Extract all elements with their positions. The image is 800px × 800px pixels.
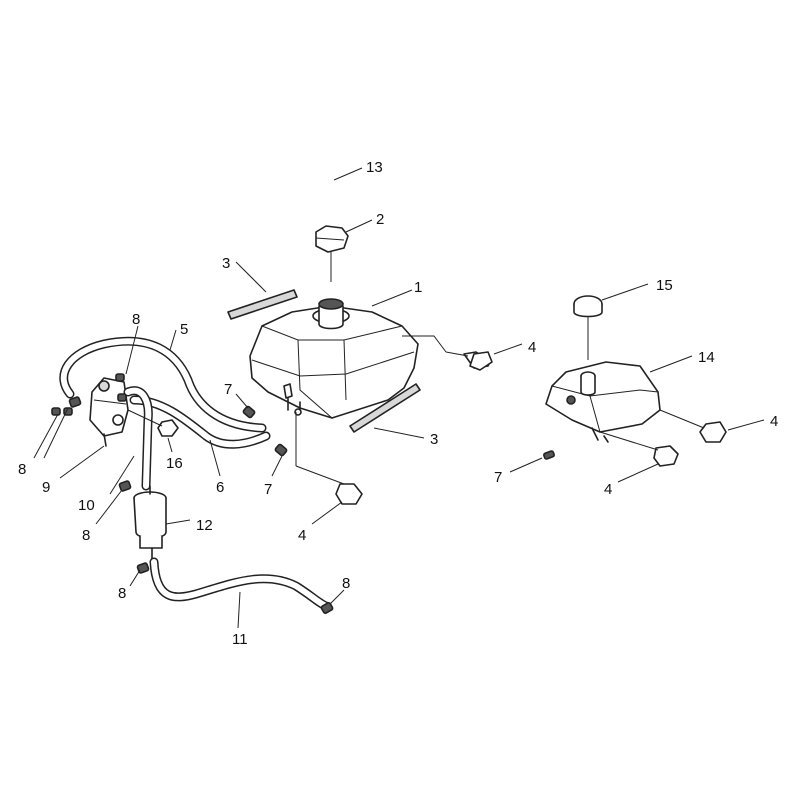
callout-11: 11 <box>232 631 248 648</box>
fuel-filter-part <box>133 485 167 563</box>
callout-8-filter: 8 <box>82 527 90 544</box>
fuel-hose-lower-part <box>149 557 331 611</box>
auxiliary-cap-part <box>573 295 603 360</box>
callout-4-bottom: 4 <box>298 527 306 544</box>
auxiliary-tank-part <box>545 361 661 443</box>
callout-3-lower: 3 <box>430 431 438 448</box>
hose-clip-part <box>242 405 555 460</box>
callout-8-end: 8 <box>342 575 350 592</box>
callout-7-middle: 7 <box>264 481 272 498</box>
callout-15: 15 <box>656 277 673 294</box>
callout-10: 10 <box>78 497 95 514</box>
callout-9: 9 <box>42 479 50 496</box>
callout-4-right: 4 <box>770 413 778 430</box>
fuel-cap-part <box>315 225 349 282</box>
callout-13: 13 <box>366 159 383 176</box>
callout-7-right: 7 <box>494 469 502 486</box>
callout-14: 14 <box>698 349 715 366</box>
bolt-part-d <box>659 409 727 443</box>
bolt-part-c <box>599 431 679 467</box>
callout-8-lower: 8 <box>118 585 126 602</box>
callout-2: 2 <box>376 211 384 228</box>
callout-1: 1 <box>414 279 422 296</box>
callout-labels: 13 2 3 1 15 8 5 4 14 7 3 4 8 16 6 7 9 10… <box>18 159 778 648</box>
short-hose-part <box>123 386 153 491</box>
fuel-pump-part <box>89 377 129 447</box>
breather-hose-part <box>284 168 332 238</box>
callout-4-lower: 4 <box>604 481 612 498</box>
bolt-part-b <box>295 412 363 505</box>
callout-7-upper: 7 <box>224 381 232 398</box>
rubber-strip-upper-part <box>227 289 298 320</box>
callout-5: 5 <box>180 321 188 338</box>
fuel-tank-part <box>249 298 447 419</box>
pump-bolt-part <box>127 409 179 437</box>
callout-8-left: 8 <box>18 461 26 478</box>
callout-8-top: 8 <box>132 311 140 328</box>
callout-6: 6 <box>216 479 224 496</box>
callout-4-tank: 4 <box>528 339 536 356</box>
callout-16: 16 <box>166 455 183 472</box>
bolt-part-a <box>445 351 493 371</box>
fuel-hose-part <box>129 395 271 449</box>
callout-12: 12 <box>196 517 213 534</box>
leader-lines <box>33 167 765 629</box>
fuel-hose-long-part <box>59 336 267 433</box>
rubber-strip-lower-part <box>349 383 421 433</box>
callout-3-upper: 3 <box>222 255 230 272</box>
